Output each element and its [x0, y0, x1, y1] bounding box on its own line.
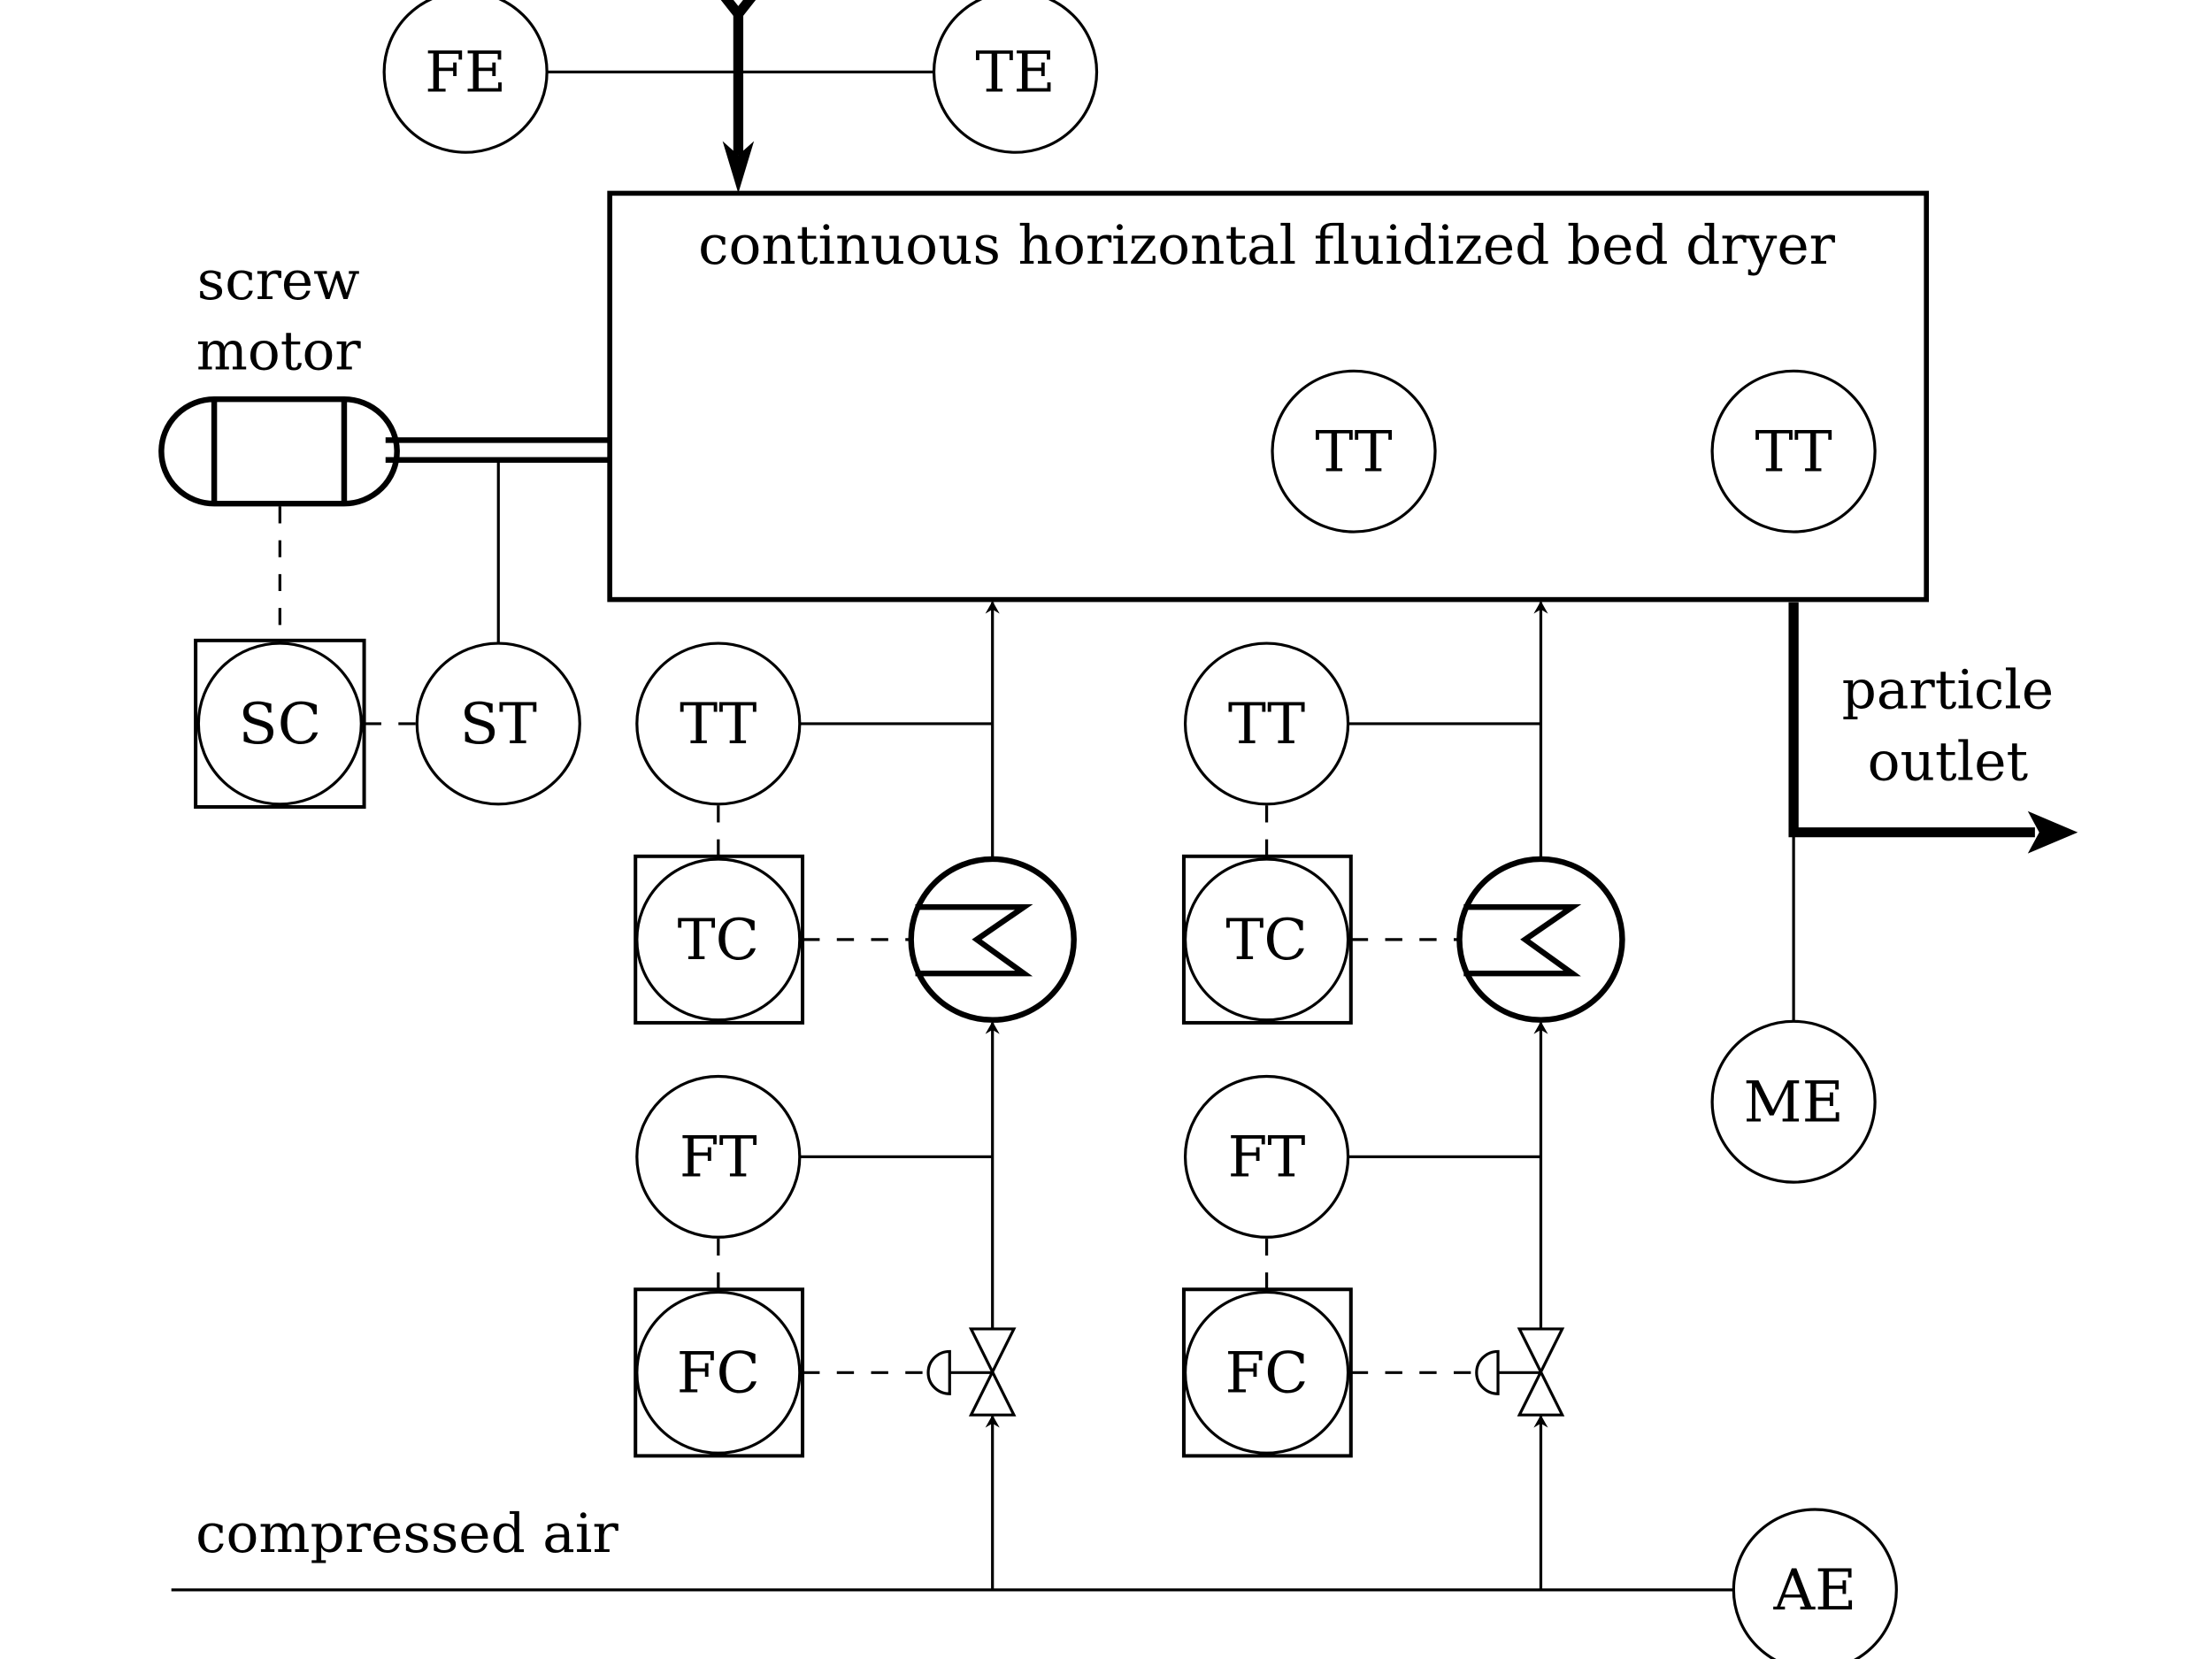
instrument-tag: TT — [1315, 419, 1393, 486]
instrument-tag: TC — [678, 908, 759, 974]
compressed-air-label: compressed air — [196, 1502, 618, 1565]
instrument-me[interactable]: ME — [1710, 1019, 1877, 1184]
instrument-tag: TT — [1755, 419, 1832, 486]
instrument-te[interactable]: TE — [932, 0, 1099, 154]
dryer-vessel[interactable]: continuous horizontal fluidized bed drye… — [607, 190, 1930, 603]
instrument-tt[interactable]: TT — [1183, 641, 1350, 806]
instrument-tc[interactable]: TC — [634, 854, 805, 1025]
control-valve[interactable] — [1475, 1327, 1565, 1417]
instrument-tt[interactable]: TT — [635, 641, 802, 806]
instrument-tag: FE — [425, 40, 506, 106]
instrument-tc[interactable]: TC — [1181, 854, 1353, 1025]
instrument-ft[interactable]: FT — [635, 1074, 802, 1239]
instrument-tag: TT — [680, 692, 757, 758]
dryer-label: continuous horizontal fluidized bed drye… — [698, 214, 1836, 277]
instrument-tag: ME — [1744, 1070, 1844, 1136]
instrument-st[interactable]: ST — [415, 641, 581, 806]
instrument-tag: SC — [239, 692, 322, 758]
instrument-fc[interactable]: FC — [1181, 1287, 1353, 1458]
heat-exchanger[interactable] — [908, 856, 1077, 1023]
screw-motor[interactable] — [158, 396, 400, 507]
instrument-tag: FC — [1225, 1340, 1308, 1407]
instrument-tag: AE — [1772, 1558, 1856, 1624]
air-train-1: TT TC FT FC — [634, 601, 1077, 1590]
instrument-tag: TT — [1228, 692, 1306, 758]
instrument-fe[interactable]: FE — [382, 0, 549, 154]
outlet-label-line2: outlet — [1868, 731, 2029, 794]
motor-label-line1: screw — [197, 250, 360, 312]
motor-label-line2: motor — [196, 320, 362, 383]
particle-outlet-arrow — [1788, 602, 2078, 854]
air-train-2: TT TC FT FC — [1181, 601, 1625, 1590]
instrument-tag: TE — [975, 40, 1055, 106]
instrument-tag: ST — [460, 692, 537, 758]
instrument-tag: FT — [680, 1125, 757, 1191]
instrument-fc[interactable]: FC — [634, 1287, 805, 1458]
outlet-label-line1: particle — [1842, 659, 2055, 722]
instrument-sc[interactable]: SC — [194, 638, 366, 809]
instrument-tag: TC — [1225, 908, 1307, 974]
dryer-tt-2[interactable]: TT — [1710, 369, 1877, 534]
instrument-tag: FC — [677, 1340, 760, 1407]
instrument-ft[interactable]: FT — [1183, 1074, 1350, 1239]
inlet-air-arrow — [720, 0, 757, 194]
dryer-tt-1[interactable]: TT — [1271, 369, 1437, 534]
heat-exchanger[interactable] — [1456, 856, 1625, 1023]
instrument-ae[interactable]: AE — [1732, 1508, 1898, 1659]
screw-shaft — [385, 437, 611, 463]
instrument-tag: FT — [1228, 1125, 1306, 1191]
control-valve[interactable] — [926, 1327, 1017, 1417]
